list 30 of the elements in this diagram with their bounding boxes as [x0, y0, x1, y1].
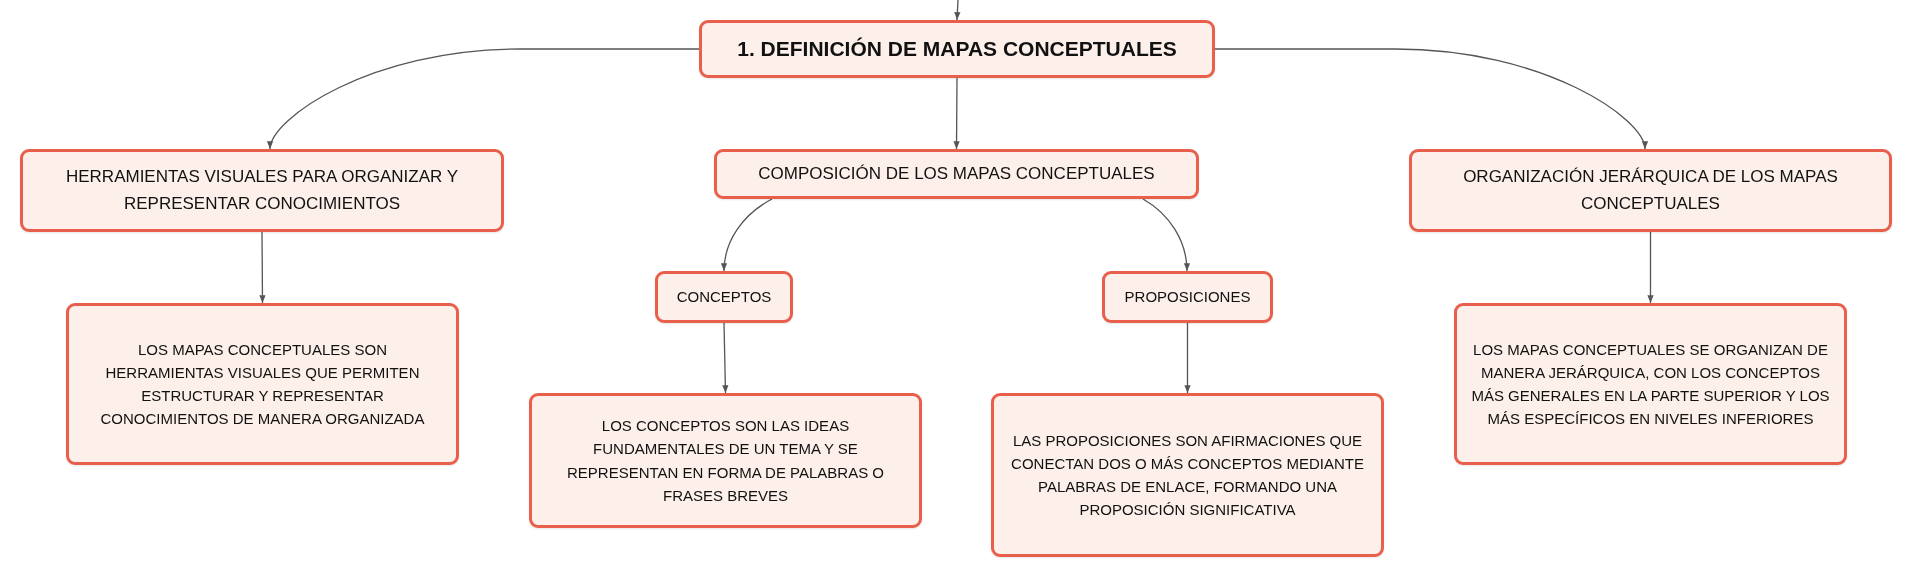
concept-box — [1409, 149, 1892, 232]
concept-box — [20, 149, 504, 232]
connector-arrow — [1647, 231, 1654, 304]
concept-box — [714, 149, 1199, 199]
concept-text: COMPOSICIÓN DE LOS MAPAS CONCEPTUALES — [758, 162, 1155, 185]
concept-text: 1. DEFINICIÓN DE MAPAS CONCEPTUALES — [737, 35, 1177, 62]
connector-arrow — [721, 198, 773, 272]
connector-arrow — [1184, 322, 1191, 394]
concept-box — [1454, 303, 1847, 465]
connector-arrow — [1142, 198, 1190, 272]
concept-box — [699, 20, 1215, 78]
connector-arrow — [268, 48, 700, 150]
connector-arrow — [259, 231, 266, 304]
concept-box — [66, 303, 459, 465]
connector-arrow — [722, 322, 729, 394]
concept-text: ORGANIZACIÓN JERÁRQUICA DE LOS MAPAS CONCEPTUALES — [1462, 166, 1839, 215]
concept-text: LAS PROPOSICIONES SON AFIRMACIONES QUE CONECTAN DOS O MÁS CONCEPTOS MEDIANTE PALABRAS DE ENLACE, FORMANDO UNA PROPOSICIÓN SIGNIFICATIVA — [1010, 430, 1365, 521]
concept-box — [655, 271, 793, 323]
concept-text: LOS MAPAS CONCEPTUALES SE ORGANIZAN DE MANERA JERÁRQUICA, CON LOS CONCEPTOS MÁS GENERALES EN LA PARTE SUPERIOR Y LOS MÁS ESPECÍFICOS EN NIVELES INFERIORES — [1470, 339, 1831, 430]
connector-arrow — [1214, 48, 1647, 150]
concept-text: LOS CONCEPTOS SON LAS IDEAS FUNDAMENTALES DE UN TEMA Y SE REPRESENTAN EN FORMA DE PALABRAS O FRASES BREVES — [566, 416, 885, 506]
concept-text: LOS MAPAS CONCEPTUALES SON HERRAMIENTAS VISUALES QUE PERMITEN ESTRUCTURAR Y REPRESENTAR CONOCIMIENTOS DE MANERA ORGANIZADA — [99, 339, 426, 430]
connector-arrow — [953, 77, 960, 150]
concept-text: PROPOSICIONES — [1124, 287, 1251, 308]
connector-arrow — [954, 0, 961, 21]
concept-box — [991, 393, 1384, 557]
concept-box — [1102, 271, 1273, 323]
concept-text: CONCEPTOS — [676, 287, 772, 308]
concept-text: HERRAMIENTAS VISUALES PARA ORGANIZAR Y REPRESENTAR CONOCIMIENTOS — [64, 166, 459, 215]
concept-box — [529, 393, 922, 528]
